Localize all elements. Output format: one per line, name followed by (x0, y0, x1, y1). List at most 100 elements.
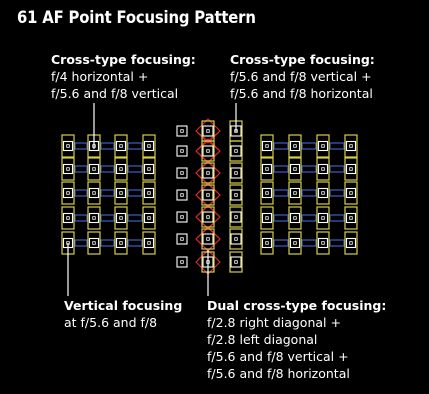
af-point-center (180, 193, 184, 197)
vertical-line-sensor (114, 157, 128, 181)
horizontal-line-sensor (329, 214, 345, 222)
label-vertical-focusing: Vertical focusing at f/5.6 and f/8 (64, 297, 182, 331)
horizontal-line-sensor (273, 142, 289, 150)
af-point (289, 163, 301, 175)
horizontal-line-sensor (74, 142, 88, 150)
horizontal-line-sensor (329, 239, 345, 247)
af-point-center (265, 191, 269, 195)
af-point-center (180, 237, 184, 241)
af-point (289, 187, 301, 199)
af-point (202, 145, 214, 157)
af-point-center (180, 215, 184, 219)
horizontal-line-sensor (273, 239, 289, 247)
vertical-line-sensor (61, 206, 75, 230)
af-point (143, 140, 155, 152)
af-point (62, 212, 74, 224)
label-cross-type-left: Cross-type focusing: f/4 horizontal + f/… (51, 51, 196, 102)
af-point-center (234, 260, 238, 264)
horizontal-line-sensor (127, 142, 143, 150)
af-point-center (234, 237, 238, 241)
af-point (176, 145, 188, 157)
af-point (88, 212, 100, 224)
af-point-center (234, 149, 238, 153)
label-line: at f/5.6 and f/8 (64, 315, 158, 330)
af-point (88, 237, 100, 249)
vertical-line-sensor (344, 157, 358, 181)
horizontal-line-sensor (74, 214, 88, 222)
af-point-center (234, 215, 238, 219)
diagonal-line-sensor (195, 172, 221, 196)
af-point-center (265, 216, 269, 220)
horizontal-line-sensor (329, 189, 345, 197)
af-point (261, 212, 273, 224)
af-point (317, 163, 329, 175)
af-point-center (234, 171, 238, 175)
horizontal-line-sensor (301, 142, 317, 150)
diagonal-line-sensor (195, 194, 221, 218)
horizontal-line-sensor (301, 189, 317, 197)
horizontal-line-sensor (329, 165, 345, 173)
vertical-line-sensor (316, 231, 330, 255)
af-point-center (180, 260, 184, 264)
af-point (289, 140, 301, 152)
af-point (176, 189, 188, 201)
vertical-line-sensor (344, 206, 358, 230)
af-point-center (147, 144, 151, 148)
vertical-line-sensor (114, 181, 128, 205)
vertical-line-sensor (61, 181, 75, 205)
af-point (115, 187, 127, 199)
diagonal-line-sensor (195, 216, 221, 240)
af-point (289, 237, 301, 249)
af-point-center (119, 144, 123, 148)
horizontal-line-sensor (301, 165, 317, 173)
af-point (289, 212, 301, 224)
af-point (115, 212, 127, 224)
horizontal-line-sensor (100, 214, 115, 222)
af-point (345, 163, 357, 175)
af-point-center (349, 216, 353, 220)
label-heading: Cross-type focusing: (230, 52, 375, 67)
af-point-center (180, 171, 184, 175)
af-point-center (119, 167, 123, 171)
af-point (143, 187, 155, 199)
horizontal-line-sensor (100, 189, 115, 197)
af-point-center (147, 191, 151, 195)
vertical-line-sensor (201, 228, 215, 250)
label-line: f/2.8 right diagonal + (207, 315, 341, 330)
horizontal-line-sensor (127, 239, 143, 247)
horizontal-line-sensor (100, 165, 115, 173)
vertical-line-sensor (229, 140, 243, 162)
af-point-center (293, 144, 297, 148)
vertical-line-sensor (61, 157, 75, 181)
af-point (345, 187, 357, 199)
af-point (202, 211, 214, 223)
af-point (88, 163, 100, 175)
af-point (345, 237, 357, 249)
horizontal-line-sensor (100, 239, 115, 247)
af-point-center (180, 129, 184, 133)
vertical-line-sensor (201, 184, 215, 206)
af-point (317, 187, 329, 199)
af-point-center (180, 149, 184, 153)
vertical-line-sensor (229, 162, 243, 184)
af-point-center (349, 144, 353, 148)
vertical-line-sensor (316, 181, 330, 205)
label-line: f/5.6 and f/8 vertical (51, 86, 179, 101)
horizontal-line-sensor (273, 189, 289, 197)
af-point (317, 140, 329, 152)
vertical-line-sensor (142, 181, 156, 205)
af-point (176, 211, 188, 223)
vertical-line-sensor (316, 206, 330, 230)
af-point (261, 237, 273, 249)
vertical-line-sensor (288, 181, 302, 205)
af-point-center (321, 167, 325, 171)
af-point-center (293, 191, 297, 195)
af-point (176, 125, 188, 137)
af-point-center (119, 216, 123, 220)
label-line: f/5.6 and f/8 vertical + (230, 69, 372, 84)
vertical-line-sensor (87, 206, 101, 230)
af-point (345, 212, 357, 224)
horizontal-line-sensor (127, 189, 143, 197)
af-point (88, 187, 100, 199)
